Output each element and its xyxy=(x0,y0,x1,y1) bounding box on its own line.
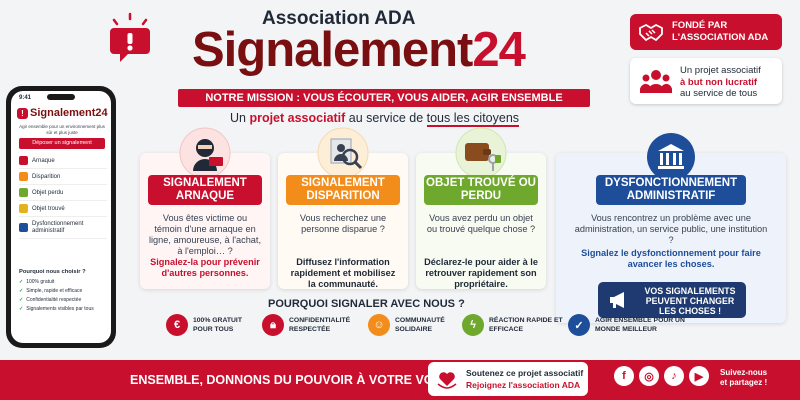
lightning-icon: ϟ xyxy=(462,314,484,336)
menu-item-dysfonctionnement[interactable]: Dysfonctionnement administratif xyxy=(19,217,107,239)
tiktok-icon[interactable]: ♪ xyxy=(664,366,684,386)
heart-hands-icon xyxy=(437,372,457,389)
association-name: Association ADA xyxy=(262,8,416,29)
card-call-to-action: Déclarez-le pour aider à le retrouver ra… xyxy=(424,257,538,289)
arnaque-icon xyxy=(19,156,28,165)
title-number: 24 xyxy=(472,23,526,77)
change-things-text: VOS SIGNALEMENTS PEUVENT CHANGER LES CHO… xyxy=(644,286,736,316)
check-icon: ✓ xyxy=(19,279,24,285)
card-arnaque[interactable]: SIGNALEMENT ARNAQUE Vous êtes victime ou… xyxy=(140,127,270,289)
check-item: ✓Simple, rapide et efficace xyxy=(19,288,83,294)
phone-why-title: Pourquoi nous choisir ? xyxy=(19,269,86,275)
card-label: OBJET TROUVÉ OU PERDU xyxy=(424,175,538,205)
founded-line-1: FONDÉ PAR xyxy=(672,20,728,31)
check-item: ✓100% gratuit xyxy=(19,279,55,285)
card-description: Vous êtes victime ou témoin d'une arnaqu… xyxy=(148,213,262,256)
menu-item-objet-trouve[interactable]: Objet trouvé xyxy=(19,201,107,217)
wallet-keys-icon xyxy=(455,127,507,179)
support-button[interactable]: Soutenez ce projet associatif Rejoignez … xyxy=(428,362,588,396)
phone-logo-mark-icon: ! xyxy=(17,107,28,119)
tagline: Un projet associatif au service de tous … xyxy=(230,111,520,127)
footer-slogan: ENSEMBLE, DONNONS DU POUVOIR À VOTRE VOI… xyxy=(130,373,449,387)
facebook-icon[interactable]: f xyxy=(614,366,634,386)
card-description: Vous rencontrez un problème avec une adm… xyxy=(574,213,768,245)
objet-trouve-icon xyxy=(19,204,28,213)
phone-screen: 9:41 !Signalement24 Agir ensemble pour u… xyxy=(11,91,111,343)
alert-bubble-icon xyxy=(110,12,150,62)
benefit-community: ☺COMMUNAUTÉ SOLIDAIRE xyxy=(368,314,457,336)
instagram-icon[interactable]: ◎ xyxy=(639,366,659,386)
card-call-to-action: Signalez-la pour prévenir d'autres perso… xyxy=(150,257,260,278)
check-item: ✓Signalements visibles par tous xyxy=(19,306,94,312)
megaphone-icon xyxy=(610,292,624,308)
menu-item-arnaque[interactable]: Arnaque xyxy=(19,153,107,169)
youtube-icon[interactable]: ▶ xyxy=(689,366,709,386)
euro-icon: € xyxy=(166,314,188,336)
card-description: Vous avez perdu un objet ou trouvé quelq… xyxy=(426,213,536,234)
nonprofit-line-1: Un projet associatif xyxy=(680,65,761,76)
support-line-2: Rejoignez l'association ADA xyxy=(466,380,581,390)
phone-mockup: 9:41 !Signalement24 Agir ensemble pour u… xyxy=(6,86,116,348)
mission-banner: NOTRE MISSION : VOUS ÉCOUTER, VOUS AIDER… xyxy=(178,89,590,107)
institution-icon xyxy=(647,133,695,181)
why-title: POURQUOI SIGNALER AVEC NOUS ? xyxy=(268,298,465,310)
card-disparition[interactable]: SIGNALEMENT DISPARITION Vous recherchez … xyxy=(278,127,408,289)
phone-subtitle: Agir ensemble pour un environnement plus… xyxy=(19,124,105,135)
phone-notch xyxy=(47,94,75,100)
hacker-icon xyxy=(179,127,231,179)
card-call-to-action: Signalez le dysfonctionnement pour faire… xyxy=(581,248,761,269)
page-title: Signalement24 xyxy=(192,22,526,78)
support-line-1: Soutenez ce projet associatif xyxy=(466,368,584,378)
change-things-badge: VOS SIGNALEMENTS PEUVENT CHANGER LES CHO… xyxy=(598,282,746,318)
benefit-confidential: 🔒︎CONFIDENTIALITÉ RESPECTÉE xyxy=(262,314,359,336)
disparition-icon xyxy=(19,172,28,181)
check-icon: ✓ xyxy=(19,288,24,294)
magnifier-silhouette-icon xyxy=(317,127,369,179)
benefit-free: €100% GRATUIT POUR TOUS xyxy=(166,314,255,336)
nonprofit-line-2: à but non lucratif xyxy=(680,76,758,88)
report-button[interactable]: Déposer un signalement xyxy=(19,138,105,149)
check-item: ✓Confidentialité respectée xyxy=(19,297,82,303)
card-description: Vous recherchez une personne disparue ? xyxy=(299,213,387,234)
menu-item-objet-perdu[interactable]: Objet perdu xyxy=(19,185,107,201)
phone-menu: Arnaque Disparition Objet perdu Objet tr… xyxy=(19,153,107,239)
card-call-to-action: Diffusez l'information rapidement et mob… xyxy=(290,257,396,289)
nonprofit-line-3: au service de tous xyxy=(680,88,758,99)
community-icon: ☺ xyxy=(368,314,390,336)
lock-icon: 🔒︎ xyxy=(262,314,284,336)
benefits-row: €100% GRATUIT POUR TOUS 🔒︎CONFIDENTIALIT… xyxy=(140,314,685,350)
check-icon: ✓ xyxy=(19,297,24,303)
phone-logo: !Signalement24 xyxy=(17,107,108,119)
card-label: SIGNALEMENT DISPARITION xyxy=(286,175,400,205)
card-label: DYSFONCTIONNEMENT ADMINISTRATIF xyxy=(596,175,746,205)
card-label: SIGNALEMENT ARNAQUE xyxy=(148,175,262,205)
shield-icon: ✓ xyxy=(568,314,590,336)
benefit-together: ✓AGIR ENSEMBLE POUR UN MONDE MEILLEUR xyxy=(568,314,695,336)
founded-line-2: L'ASSOCIATION ADA xyxy=(672,32,769,43)
phone-time: 9:41 xyxy=(19,95,32,101)
check-icon: ✓ xyxy=(19,306,24,312)
phone-checklist: ✓100% gratuit ✓Simple, rapide et efficac… xyxy=(19,279,107,315)
dysfonctionnement-icon xyxy=(19,223,28,232)
objet-perdu-icon xyxy=(19,188,28,197)
card-objet[interactable]: OBJET TROUVÉ OU PERDU Vous avez perdu un… xyxy=(416,127,546,289)
title-main: Signalement xyxy=(192,23,473,77)
handshake-icon xyxy=(639,23,663,42)
people-icon xyxy=(640,70,672,93)
menu-item-disparition[interactable]: Disparition xyxy=(19,169,107,185)
